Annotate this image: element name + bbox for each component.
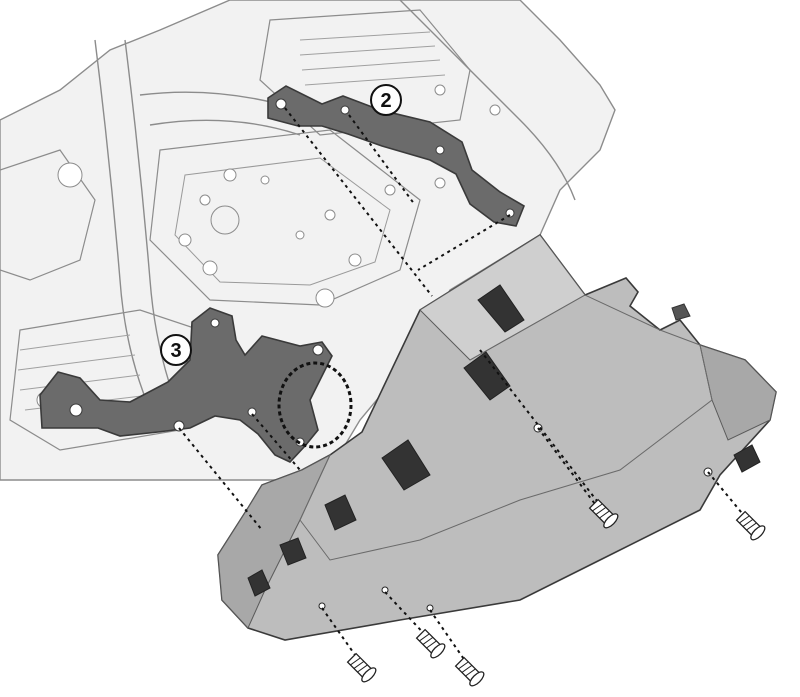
vent-slot (247, 569, 271, 597)
bolt (735, 510, 766, 541)
engine-bolt (348, 253, 362, 267)
bracket-3-hole (210, 318, 220, 328)
detail-circle (277, 361, 353, 449)
bracket-2-hole (340, 105, 350, 115)
frame-rail-right (399, 0, 576, 201)
engine-bolt (199, 194, 211, 206)
oil-filler-cap (210, 205, 240, 235)
bracket-3-hole (69, 403, 83, 417)
engine-bolt (324, 209, 336, 221)
bracket-2-hole (505, 208, 515, 218)
vent-slot (477, 284, 525, 333)
engine-bolt (260, 175, 270, 185)
engine-bolt (178, 233, 192, 247)
bolt (588, 498, 619, 529)
cover-left (0, 149, 96, 281)
bracket-3-hole (312, 344, 324, 356)
engine-bolt (223, 168, 237, 182)
frame-tube-lower (149, 119, 301, 136)
bracket-2-hole (275, 98, 287, 110)
vent-slot (733, 444, 761, 473)
vent-slot (324, 494, 357, 531)
engine-bolt (489, 104, 501, 116)
bracket-2-hole (435, 145, 445, 155)
callout-3: 3 (160, 334, 192, 366)
cooling-fins (299, 31, 446, 86)
lower-fins (17, 334, 151, 411)
leader-lines (178, 107, 747, 666)
bolt (415, 628, 446, 659)
bracket-2 (267, 85, 525, 227)
engine-bolt (384, 184, 396, 196)
engine-bolt (57, 162, 83, 188)
leader-line (707, 471, 747, 519)
leader-line (537, 427, 599, 509)
skid-plate-crease (299, 294, 713, 561)
bolt (346, 652, 377, 683)
frame-downtube (94, 39, 151, 411)
skid-plate-tab (671, 303, 691, 321)
bracket-3-body (39, 307, 333, 463)
bracket-3-hole (247, 407, 257, 417)
leader-line (348, 114, 416, 206)
engine-bolt (295, 230, 305, 240)
callout-circle (160, 334, 192, 366)
bracket-2-body (267, 85, 525, 227)
cylinder-outline (259, 9, 471, 136)
engine-bolt (434, 177, 446, 189)
leader-line (284, 107, 433, 297)
bracket-3 (39, 307, 353, 463)
skid-plate (217, 233, 777, 641)
bolt (454, 656, 485, 687)
engine-bolt (434, 84, 446, 96)
callout-circle (370, 84, 402, 116)
callout-label: 3 (170, 340, 181, 362)
frame-downtube-inner (124, 39, 176, 401)
callout-label: 2 (380, 90, 391, 112)
bracket-3-hole (173, 420, 185, 432)
leader-line (479, 349, 605, 511)
vent-slot (463, 351, 511, 401)
leader-line (178, 427, 263, 531)
vent-slot (381, 439, 431, 491)
engine-bolt (202, 260, 218, 276)
engine-case-outline (149, 129, 421, 306)
engine-bolt (315, 288, 335, 308)
vent-slot (279, 537, 307, 566)
leader-line (251, 413, 301, 471)
bolts (346, 498, 766, 687)
callout-2: 2 (370, 84, 402, 116)
